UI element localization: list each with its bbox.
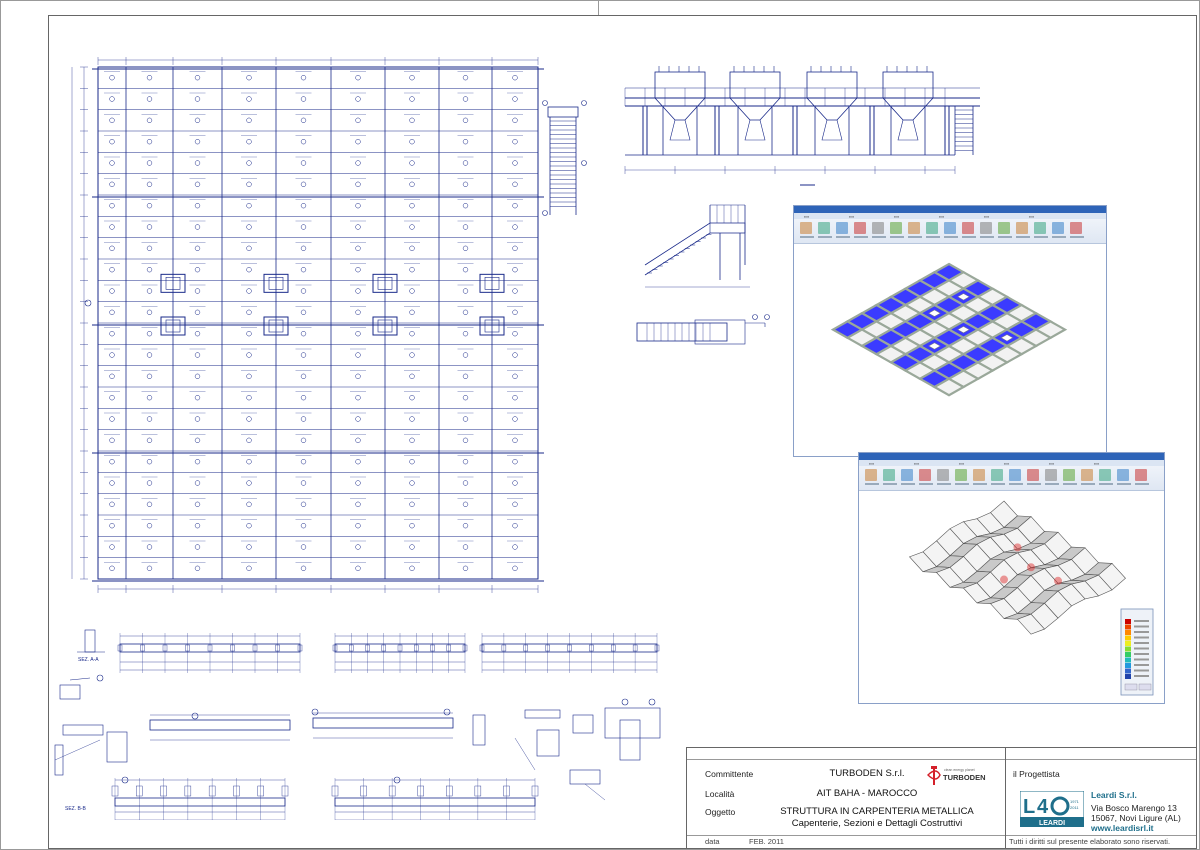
svg-text:▪▪▪▪: ▪▪▪▪ [1004, 462, 1009, 466]
svg-text:▪▪▪▪: ▪▪▪▪ [1049, 462, 1054, 466]
committente-label: Committente [705, 769, 754, 779]
deformed-shape-3d-model [908, 500, 1154, 696]
elevation-drawing [624, 66, 980, 186]
svg-text:▪▪▪▪: ▪▪▪▪ [959, 462, 964, 466]
localita-value: AIT BAHA - MAROCCO [816, 788, 918, 799]
svg-text:▪▪▪▪: ▪▪▪▪ [939, 215, 944, 219]
section-label-a: SEZ. A-A [78, 657, 99, 663]
localita-label: Località [705, 789, 735, 799]
divider [1005, 748, 1006, 848]
company-web: www.leardisrl.it [1091, 823, 1154, 833]
leardi-wordmark: LEARDI [1039, 820, 1065, 827]
progettista-label: il Progettista [1013, 769, 1060, 779]
turboden-tagline: clean energy planet [944, 768, 975, 772]
svg-text:▪▪▪▪: ▪▪▪▪ [984, 215, 989, 219]
committente-value: TURBODEN S.r.l. [829, 768, 905, 779]
divider [687, 835, 1196, 836]
svg-text:▪▪▪▪: ▪▪▪▪ [849, 215, 854, 219]
window-title-bar [794, 206, 1106, 213]
sheet-top-divider [598, 0, 599, 15]
stair-detail-drawing [636, 204, 770, 345]
svg-text:▪▪▪▪: ▪▪▪▪ [869, 462, 874, 466]
turboden-wordmark: TURBODEN [943, 773, 986, 782]
window-title-bar [859, 453, 1164, 460]
steel-structure-3d-model [830, 262, 1068, 397]
oggetto-line2: Capenterie, Sezioni e Dettagli Costrutti… [791, 818, 963, 829]
svg-text:4: 4 [1037, 796, 1049, 818]
svg-text:2011: 2011 [1070, 805, 1079, 810]
title-block: Committente TURBODEN S.r.l. clean energy… [686, 747, 1197, 849]
fem-software-window-1: ▪▪▪▪ ▪▪▪▪ ▪▪▪▪ ▪▪▪▪ ▪▪▪▪ ▪▪▪▪ [793, 205, 1107, 457]
sheet-inner-border [48, 15, 1197, 849]
svg-text:▪▪▪▪: ▪▪▪▪ [894, 215, 899, 219]
window-ribbon: ▪▪▪▪ ▪▪▪▪ ▪▪▪▪ ▪▪▪▪ ▪▪▪▪ ▪▪▪▪ [859, 460, 1164, 491]
section-label-b: SEZ. B-B [65, 806, 87, 812]
svg-text:L: L [1023, 796, 1035, 818]
divider [687, 759, 1196, 760]
company-address2: 15067, Novi Ligure (AL) [1091, 813, 1181, 823]
oggetto-label: Oggetto [705, 807, 736, 817]
svg-text:1971: 1971 [1070, 799, 1080, 804]
svg-text:▪▪▪▪: ▪▪▪▪ [1029, 215, 1034, 219]
data-value: FEB. 2011 [749, 837, 784, 846]
svg-text:▪▪▪▪: ▪▪▪▪ [914, 462, 919, 466]
floor-plan-drawing [71, 57, 544, 593]
oggetto-line1: STRUTTURA IN CARPENTERIA METALLICA [780, 806, 974, 817]
window-ribbon: ▪▪▪▪ ▪▪▪▪ ▪▪▪▪ ▪▪▪▪ ▪▪▪▪ ▪▪▪▪ [794, 213, 1106, 244]
turboden-logo: clean energy planet TURBODEN [927, 763, 989, 789]
company-address1: Via Bosco Marengo 13 [1091, 803, 1177, 813]
company-name: Leardi S.r.l. [1091, 790, 1137, 800]
fem-software-window-2: ▪▪▪▪ ▪▪▪▪ ▪▪▪▪ ▪▪▪▪ ▪▪▪▪ ▪▪▪▪ [858, 452, 1165, 704]
svg-text:▪▪▪▪: ▪▪▪▪ [1094, 462, 1099, 466]
data-label: data [705, 837, 720, 846]
svg-text:▪▪▪▪: ▪▪▪▪ [804, 215, 809, 219]
construction-details-drawing: SEZ. A-A SEZ. B-B [54, 629, 661, 820]
rights-notice: Tutti i diritti sul presente elaborato s… [1009, 837, 1171, 846]
stair-side-view [542, 100, 587, 216]
leardi-logo: L 4 1971 2011 LEARDI [1019, 790, 1085, 828]
